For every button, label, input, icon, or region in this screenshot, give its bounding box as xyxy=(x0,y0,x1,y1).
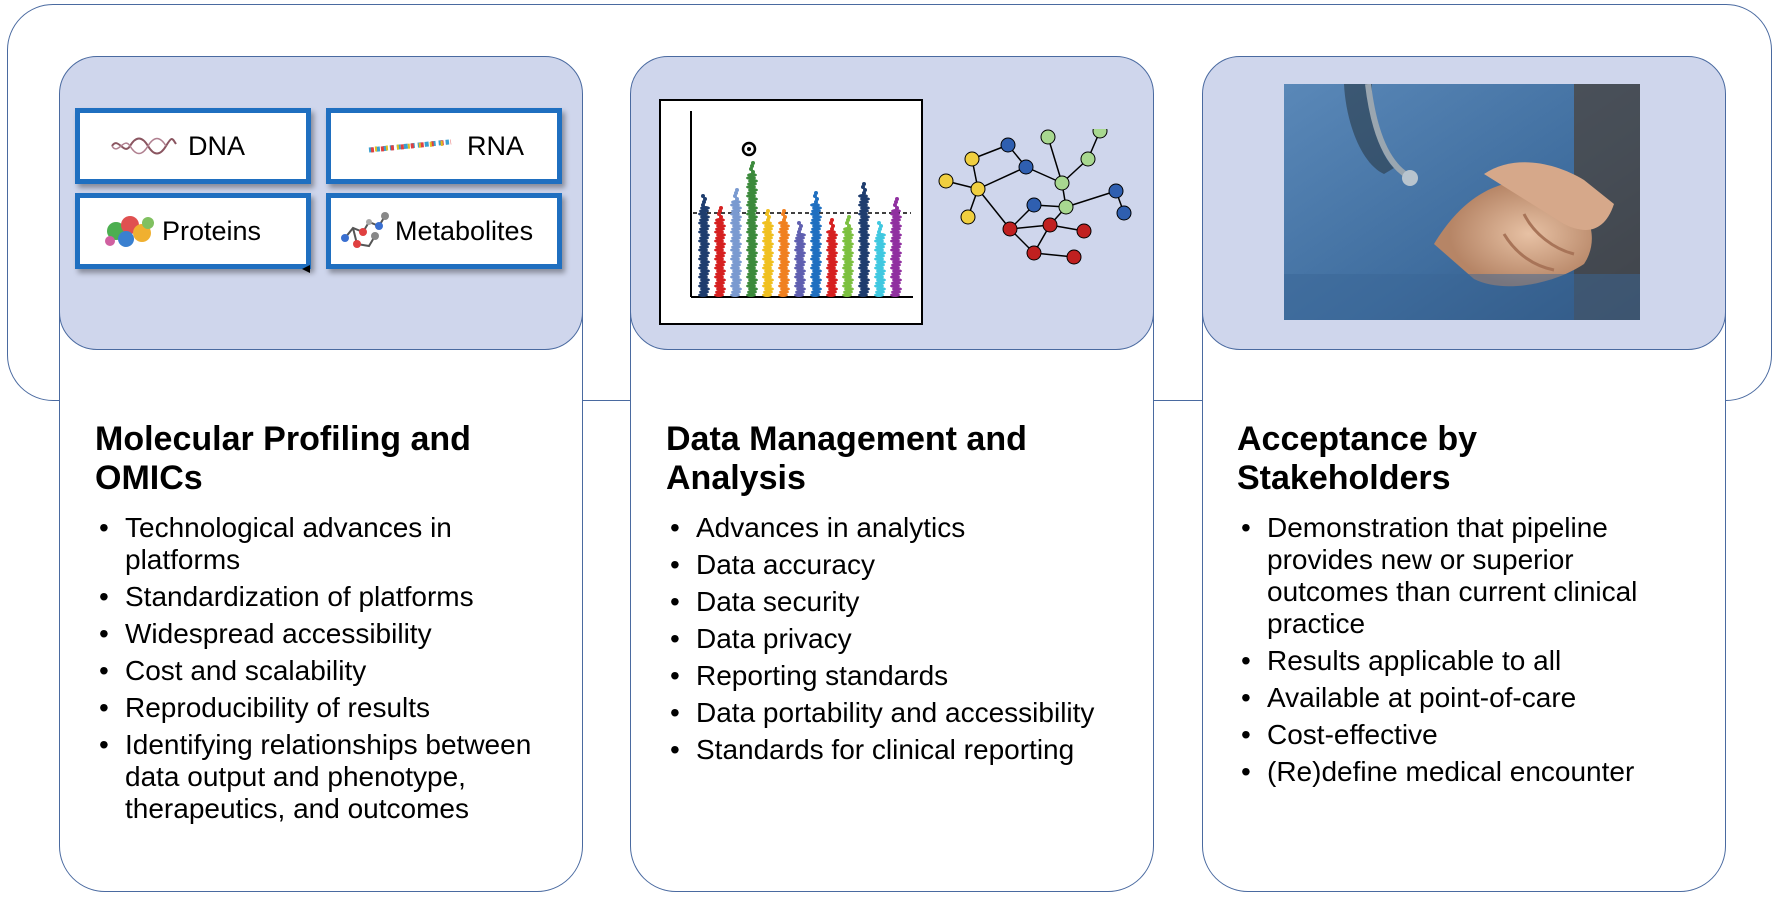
list-item: Available at point-of-care xyxy=(1237,682,1697,714)
list-item: Cost-effective xyxy=(1237,719,1697,751)
clinician-hands-photo xyxy=(1284,84,1640,320)
small-triangle-icon xyxy=(302,265,310,273)
stakeholder-panel xyxy=(1202,56,1726,350)
list-item: Data accuracy xyxy=(666,549,1126,581)
data-analysis-panel xyxy=(630,56,1154,350)
network-graph-icon xyxy=(938,129,1132,265)
omic-metabolites-label: Metabolites xyxy=(395,215,534,246)
list-item: Technological advances in platforms xyxy=(95,512,555,576)
omic-proteins-label: Proteins xyxy=(162,215,262,246)
metabolite-icon xyxy=(341,212,389,248)
list-item: Identifying relationships between data o… xyxy=(95,729,555,825)
manhattan-plot-icon xyxy=(690,111,913,298)
bullet-list: Demonstration that pipeline provides new… xyxy=(1237,512,1697,788)
bullet-list: Advances in analytics Data accuracy Data… xyxy=(666,512,1126,766)
list-item: Standards for clinical reporting xyxy=(666,734,1126,766)
column-molecular-profiling: Molecular Profiling and OMICs Technologi… xyxy=(95,420,555,830)
omic-metabolites-box: Metabolites xyxy=(326,193,562,269)
list-item: Reproducibility of results xyxy=(95,692,555,724)
list-item: Widespread accessibility xyxy=(95,618,555,650)
protein-icon xyxy=(105,216,154,247)
column-title: Data Management and Analysis xyxy=(666,420,1027,497)
list-item: (Re)define medical encounter xyxy=(1237,756,1697,788)
dna-icon xyxy=(111,137,177,155)
list-item: Data privacy xyxy=(666,623,1126,655)
list-item: Data portability and accessibility xyxy=(666,697,1126,729)
rna-icon xyxy=(368,139,452,153)
omics-panel: DNA RNA Proteins Metabolites xyxy=(59,56,583,350)
column-data-management: Data Management and Analysis Advances in… xyxy=(666,420,1126,771)
column-title: Acceptance by Stakeholders xyxy=(1237,420,1477,497)
list-item: Standardization of platforms xyxy=(95,581,555,613)
omic-rna-box: RNA xyxy=(326,108,562,184)
list-item: Data security xyxy=(666,586,1126,618)
column-title: Molecular Profiling and OMICs xyxy=(95,420,471,497)
list-item: Cost and scalability xyxy=(95,655,555,687)
omic-dna-box: DNA xyxy=(75,108,311,184)
omic-proteins-box: Proteins xyxy=(75,193,311,269)
column-acceptance: Acceptance by Stakeholders Demonstration… xyxy=(1237,420,1697,793)
manhattan-plot-image xyxy=(659,99,923,325)
bullet-list: Technological advances in platforms Stan… xyxy=(95,512,555,825)
list-item: Results applicable to all xyxy=(1237,645,1697,677)
list-item: Reporting standards xyxy=(666,660,1126,692)
omic-rna-label: RNA xyxy=(467,130,525,161)
list-item: Advances in analytics xyxy=(666,512,1126,544)
omic-dna-label: DNA xyxy=(188,130,246,161)
list-item: Demonstration that pipeline provides new… xyxy=(1237,512,1697,640)
